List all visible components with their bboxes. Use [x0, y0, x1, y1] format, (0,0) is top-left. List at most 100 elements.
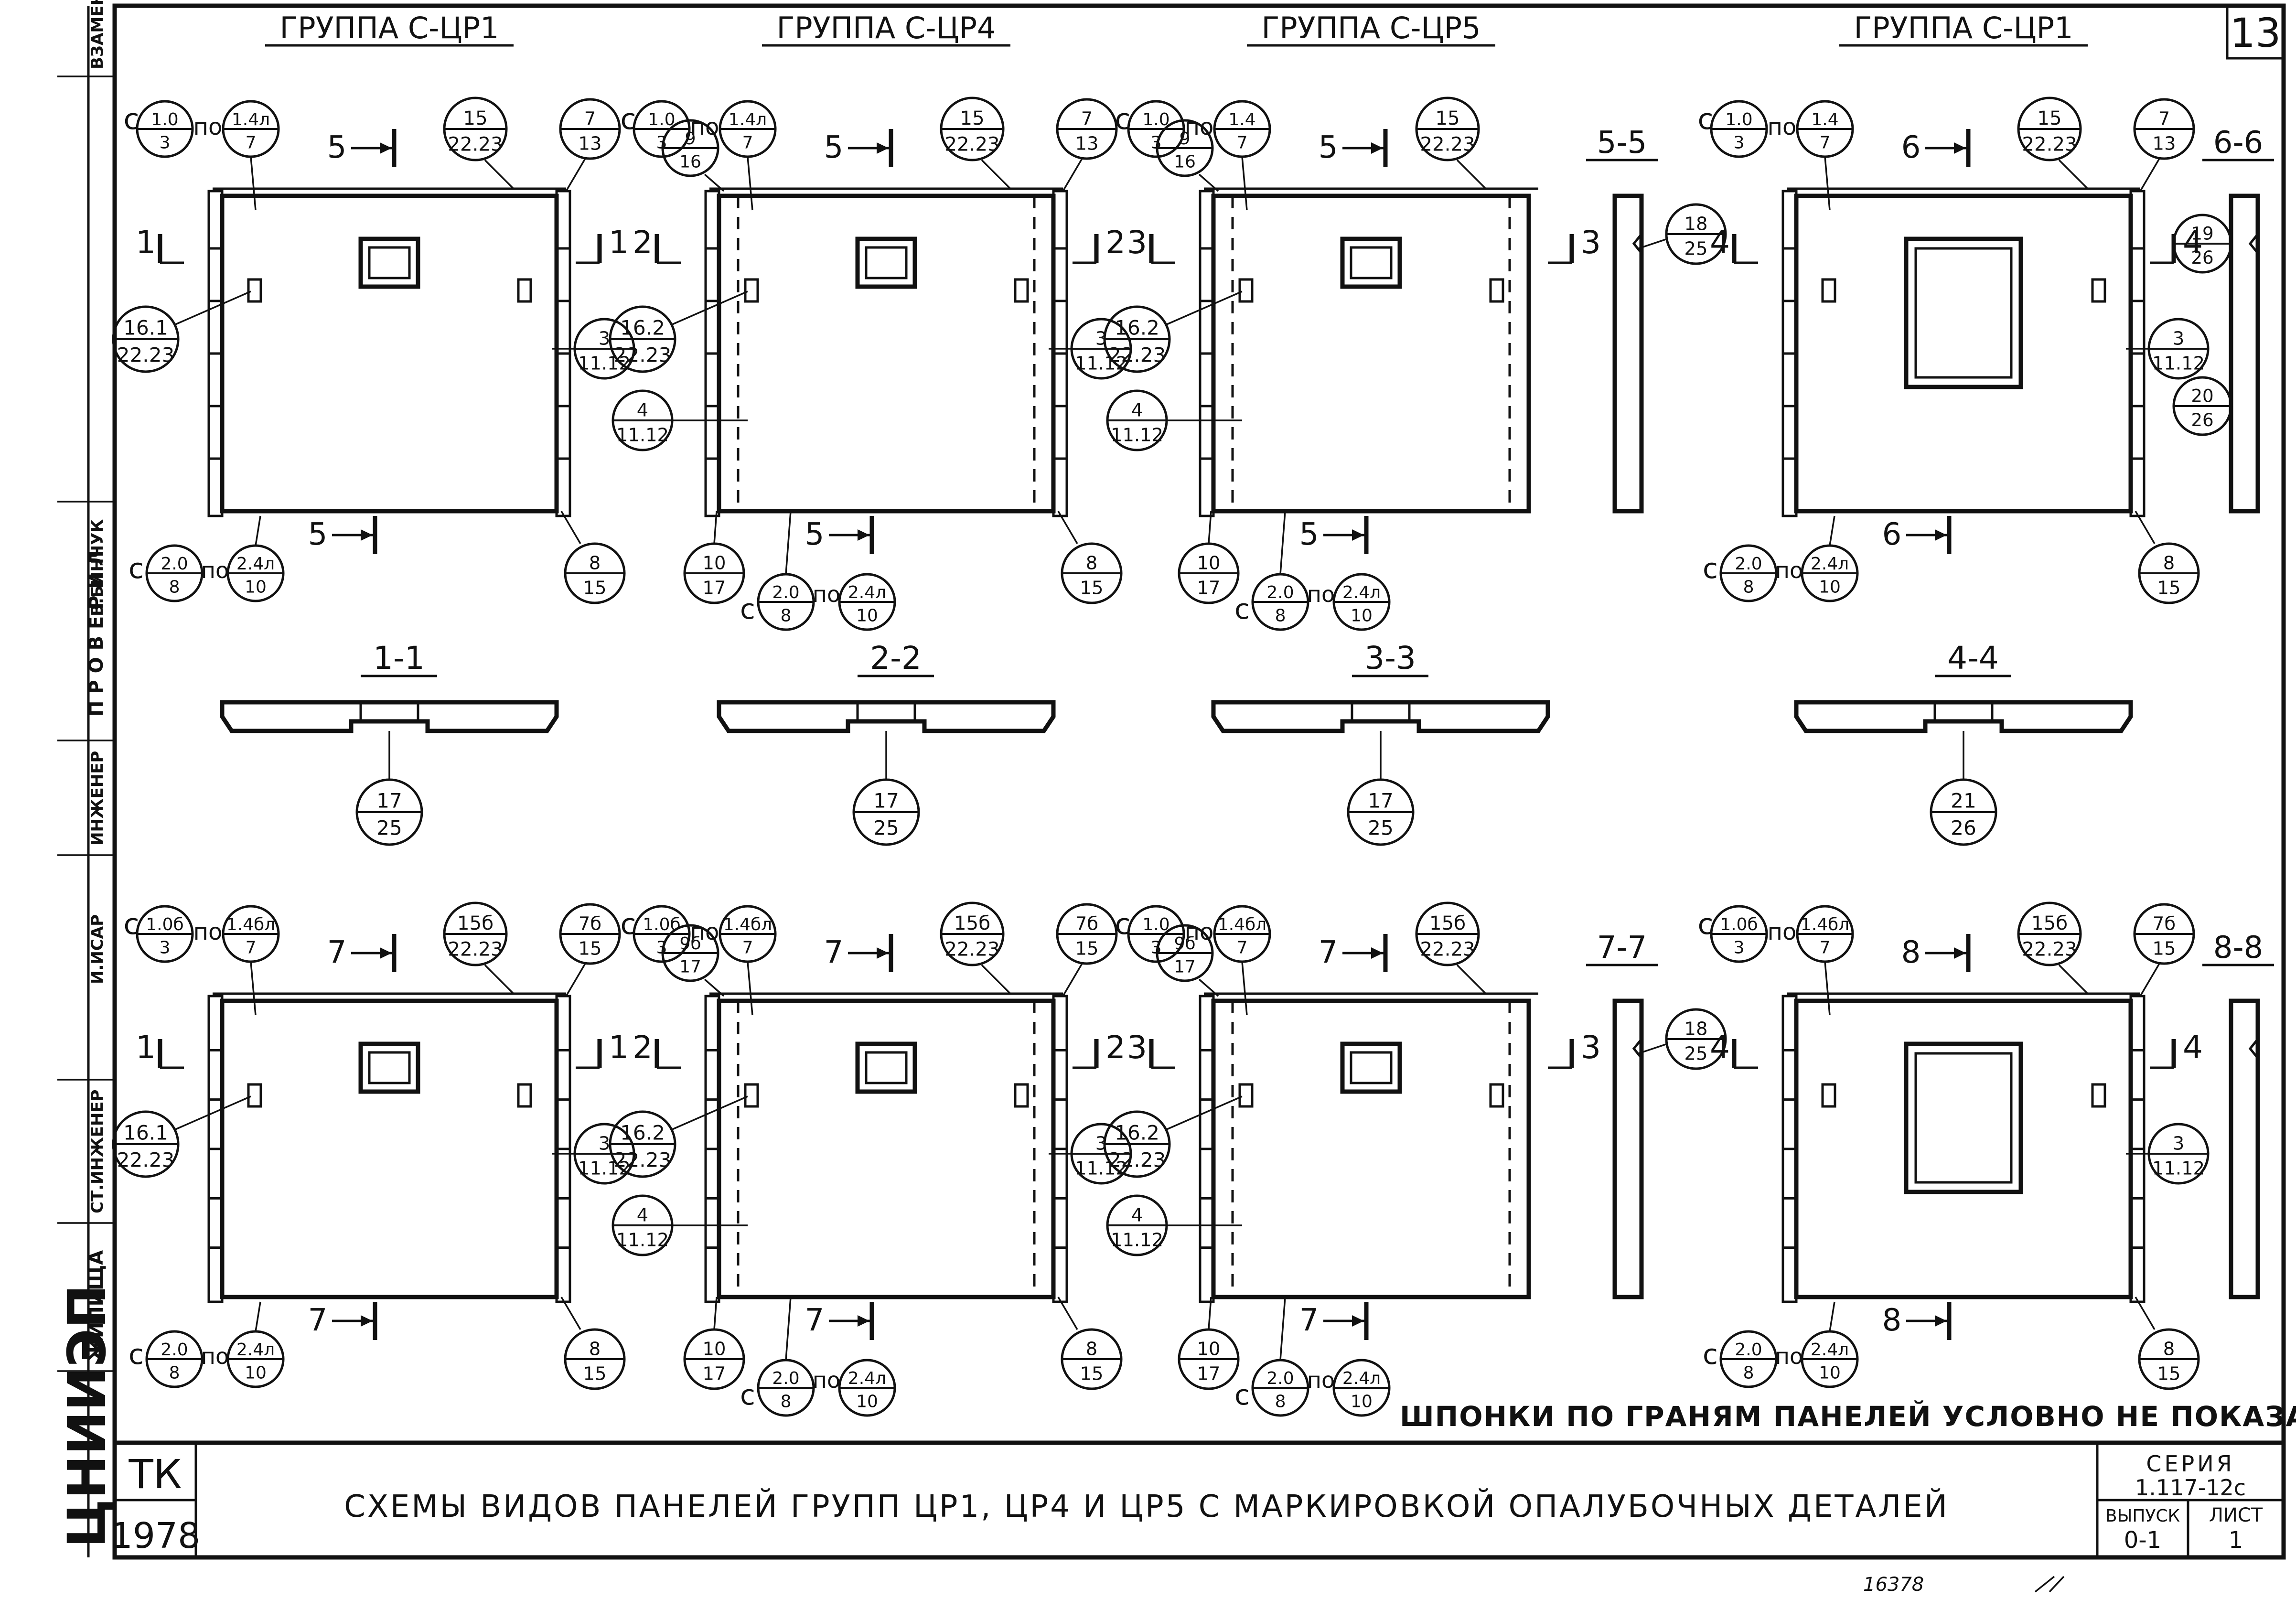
callout-from: 2.08 [1719, 544, 1778, 602]
leader-line [671, 290, 748, 326]
cut-label: 2 [1105, 224, 1126, 261]
section-title: 5-5 [1597, 125, 1647, 161]
leader-line [255, 1301, 261, 1332]
callout-top-text: 4 [637, 399, 648, 421]
sheet-number-box [2226, 4, 2285, 60]
section-profile [717, 700, 1056, 733]
footer-scribble: 16378 [1863, 1574, 1924, 1596]
side-label-senior-engineer: СТ.ИНЖЕНЕР [88, 1090, 107, 1213]
bottom-section-cut: 7 [1299, 1302, 1369, 1340]
window-inner [1914, 1052, 2013, 1184]
leader-line [785, 1297, 792, 1361]
leader-line [2139, 963, 2160, 997]
window-opening [855, 236, 917, 289]
callout-top-text: 3 [599, 1133, 610, 1154]
cut-label: 5 [1299, 517, 1319, 552]
leader-line [713, 1297, 718, 1330]
leader-line [1279, 511, 1286, 575]
leader-line [1165, 1095, 1243, 1131]
callout-bottom-text: 13 [2153, 133, 2176, 154]
panel-outline [717, 193, 1056, 514]
leader-line [704, 978, 725, 997]
callout-top-text: 15 [2037, 107, 2061, 129]
callout-bottom-text: 3 [160, 133, 171, 153]
leader-line [704, 173, 725, 192]
callout-bottom-text: 10 [1351, 606, 1373, 626]
po-label: по [1768, 114, 1797, 140]
callout-bottom-text: 10 [245, 578, 267, 597]
callout-bottom-text: 7 [1237, 133, 1248, 153]
leader-line [250, 156, 257, 211]
bottom-section-cut: 7 [308, 1302, 377, 1340]
cut-label: 4 [2183, 224, 2203, 261]
callout-top-text: 8 [2163, 1338, 2175, 1360]
callout-edge-left: 916 [661, 119, 719, 177]
side-cut-left: 2 [633, 224, 681, 264]
leader-line [1824, 961, 1831, 1016]
callout-from: 1.03 [136, 100, 194, 158]
leader-line [174, 290, 251, 326]
section-title: 6-6 [2213, 125, 2264, 161]
callout-bottom-right: 815 [2138, 542, 2200, 604]
callout-top-text: 1.4 [1811, 110, 1838, 129]
callout-bottom-text: 10 [1351, 1392, 1373, 1412]
callout-to: 1.4л7 [222, 100, 280, 158]
leader-line [671, 1095, 748, 1131]
callout-bottom-text: 7 [1820, 938, 1831, 958]
callout-left: 16.122.23 [112, 305, 180, 373]
po-label: по [1775, 1343, 1803, 1369]
side-label-provered: П Р О В Е Р И Л [86, 550, 107, 717]
bottom-section-cut: 5 [805, 516, 874, 554]
window-inner [368, 246, 411, 279]
callout-top-text: 2.0 [1735, 1340, 1762, 1360]
side-label-zhilishcha: ЖИЛИЩА [86, 1250, 107, 1362]
callout-bottom-text: 8 [1743, 578, 1754, 597]
callout-bottom-text: 8 [1743, 1363, 1754, 1383]
window-inner [865, 1051, 908, 1084]
callout-top-right: 713 [559, 98, 621, 160]
callout-edge-left: 916 [1156, 119, 1214, 177]
panel-title: ГРУППА С-ЦР5 [1262, 11, 1481, 45]
cut-arrowhead [1935, 529, 1947, 541]
callout-top-text: 7 [584, 108, 596, 129]
po-label: по [1768, 919, 1797, 945]
leader-line [560, 1297, 581, 1330]
from-label: с [1703, 1338, 1718, 1371]
bottom-section-cut: 8 [1882, 1302, 1952, 1340]
po-label: по [201, 558, 229, 583]
po-label: по [1307, 581, 1335, 607]
callout-left: 16.122.23 [112, 1110, 180, 1178]
cut-label: 8 [1901, 935, 1921, 970]
callout-bottom-text: 15 [583, 1363, 607, 1384]
callout-top-text: 2.4л [1811, 1340, 1849, 1360]
callout-top-text: 1.0 [1142, 915, 1169, 934]
window-inner [1914, 247, 2013, 379]
callout-top-text: 1.0 [648, 110, 675, 129]
cut-label: 3 [1581, 224, 1601, 261]
window-inner [368, 1051, 411, 1084]
window-opening [1340, 236, 1402, 289]
callout-bottom-right: 815 [1061, 542, 1123, 604]
callout-bottom-text: 10 [856, 606, 878, 626]
cut-arrowhead [1371, 947, 1383, 959]
callout-bottom-text: 22.23 [2022, 938, 2077, 961]
panel-title: ГРУППА С-ЦР1 [1854, 11, 2073, 45]
po-label: по [813, 1367, 840, 1393]
callout-top-text: 2.4л [848, 583, 886, 602]
svg-text:ВЗАМЕН: ВЗАМЕН [88, 0, 107, 69]
callout-bottom-text: 3 [160, 938, 171, 958]
callout-top-text: 15б [1429, 912, 1466, 934]
